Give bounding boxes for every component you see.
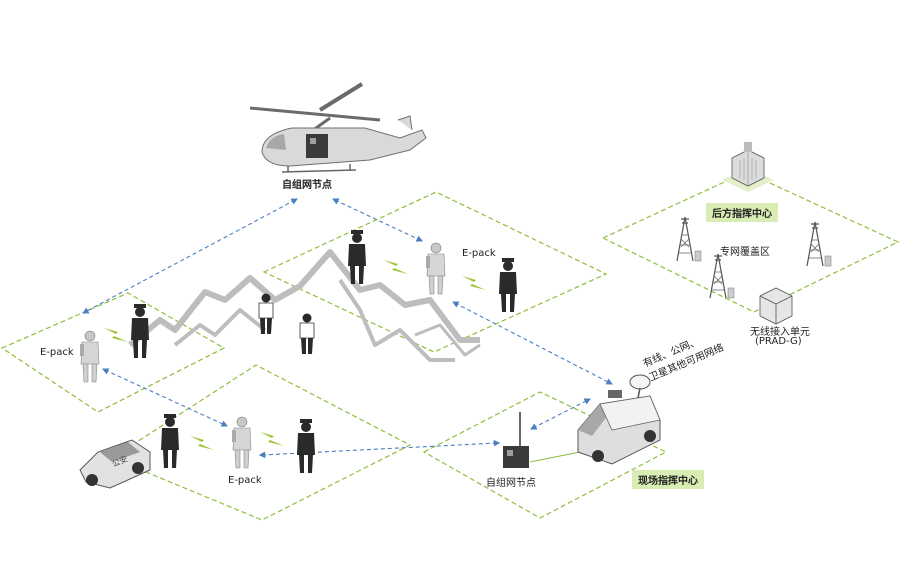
radio-tower-icon	[709, 253, 735, 299]
private-network-label: 专网覆盖区	[720, 247, 770, 258]
epack-bottom-label: E-pack	[228, 475, 262, 486]
epack-left-label: E-pack	[40, 347, 74, 358]
radio-node-icon	[306, 134, 328, 158]
heli-node-label: 自组网节点	[282, 180, 332, 191]
wireless-unit-model: (PRAD-G)	[755, 336, 802, 347]
helicopter-icon	[249, 82, 427, 173]
rear-command-badge: 后方指挥中心	[706, 203, 778, 222]
radio-node-icon	[503, 412, 529, 468]
ground-node-label: 自组网节点	[486, 478, 536, 489]
zone-field	[422, 391, 668, 519]
wireless-links	[82, 198, 613, 459]
access-unit-icon	[759, 287, 793, 325]
zone-bottom	[110, 364, 412, 521]
radio-tower-icon	[806, 221, 832, 267]
building-icon	[722, 142, 774, 192]
zone-top	[262, 191, 608, 353]
mountain-icon	[128, 249, 481, 362]
epack-top-label: E-pack	[462, 248, 496, 259]
radio-tower-icon	[676, 216, 702, 262]
field-command-badge: 现场指挥中心	[632, 470, 704, 489]
wireless-unit-label: 无线接入单元	[750, 327, 810, 338]
command-vehicle-icon	[577, 374, 661, 465]
police-car-icon	[79, 439, 151, 489]
zone-rear	[601, 171, 900, 313]
